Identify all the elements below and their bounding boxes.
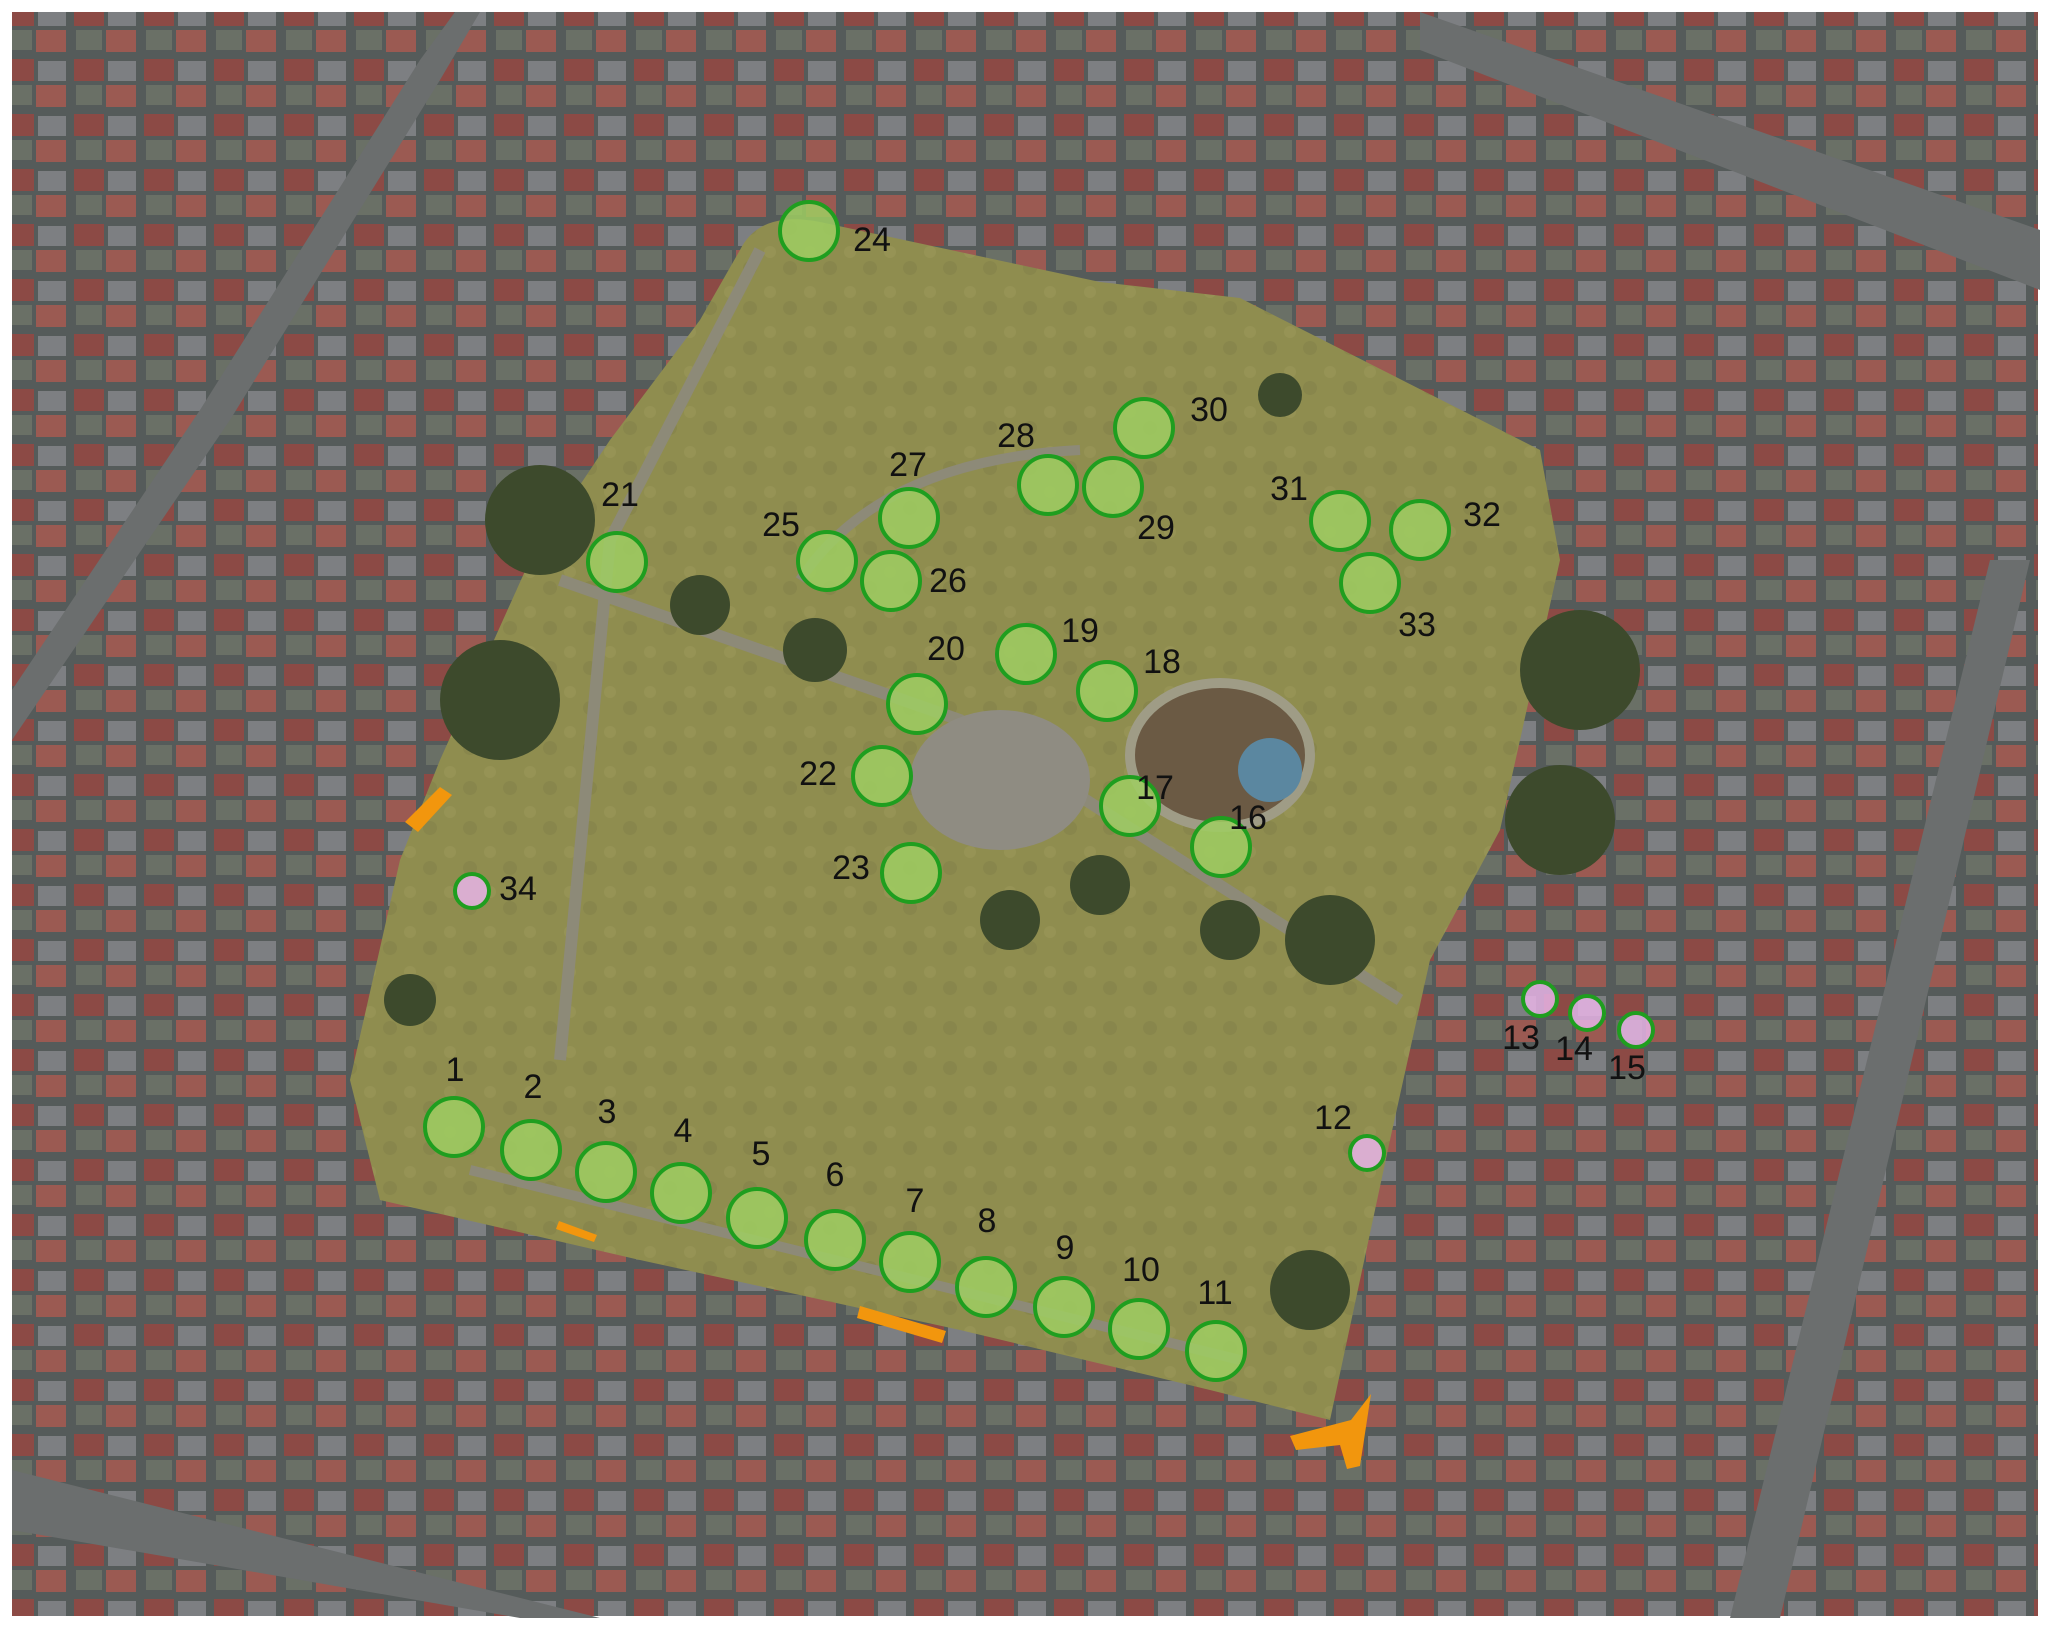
green-marker-label-33: 33	[1398, 606, 1436, 644]
pink-marker-label-13: 13	[1502, 1019, 1540, 1057]
green-marker-17	[1099, 775, 1161, 837]
green-marker-29	[1082, 456, 1144, 518]
green-marker-label-21: 21	[601, 476, 639, 514]
green-marker-28	[1017, 454, 1079, 516]
playground-pad	[1238, 738, 1302, 802]
green-marker-2	[500, 1119, 562, 1181]
green-marker-20	[886, 673, 948, 735]
green-marker-8	[955, 1256, 1017, 1318]
pink-marker-label-15: 15	[1608, 1049, 1646, 1087]
orange-marker-2	[556, 1221, 597, 1242]
orange-markers	[405, 787, 1371, 1469]
pink-marker-label-34: 34	[499, 870, 537, 908]
green-marker-label-22: 22	[799, 755, 837, 793]
green-marker-27	[878, 487, 940, 549]
green-marker-label-26: 26	[929, 562, 967, 600]
green-marker-label-25: 25	[762, 506, 800, 544]
green-marker-label-10: 10	[1122, 1251, 1160, 1289]
green-marker-7	[879, 1231, 941, 1293]
green-marker-label-9: 9	[1056, 1229, 1075, 1267]
green-marker-26	[860, 550, 922, 612]
green-marker-label-30: 30	[1190, 391, 1228, 429]
image-frame	[8, 8, 2042, 1620]
road-west	[12, 12, 480, 740]
green-marker-label-7: 7	[906, 1182, 925, 1220]
pink-marker-label-14: 14	[1555, 1030, 1593, 1068]
green-marker-19	[995, 623, 1057, 685]
green-marker-label-27: 27	[889, 446, 927, 484]
pink-marker-label-12: 12	[1314, 1099, 1352, 1137]
green-marker-label-16: 16	[1229, 799, 1267, 837]
green-marker-label-23: 23	[832, 849, 870, 887]
green-marker-30	[1113, 397, 1175, 459]
green-marker-label-19: 19	[1061, 612, 1099, 650]
green-marker-label-1: 1	[446, 1051, 465, 1089]
green-marker-11	[1185, 1320, 1247, 1382]
green-marker-32	[1389, 499, 1451, 561]
road-northeast	[1420, 12, 2040, 290]
plaza	[910, 710, 1090, 850]
green-marker-label-24: 24	[853, 221, 891, 259]
green-marker-label-2: 2	[524, 1068, 543, 1106]
green-marker-5	[726, 1187, 788, 1249]
green-marker-3	[575, 1141, 637, 1203]
pink-marker-34	[453, 872, 491, 910]
pink-marker-14	[1568, 994, 1606, 1032]
green-marker-1	[423, 1096, 485, 1158]
green-marker-6	[804, 1209, 866, 1271]
green-marker-23	[880, 842, 942, 904]
green-marker-33	[1339, 552, 1401, 614]
pink-marker-12	[1348, 1134, 1386, 1172]
green-marker-label-32: 32	[1463, 496, 1501, 534]
orange-marker-1	[405, 787, 452, 832]
green-marker-label-6: 6	[826, 1156, 845, 1194]
green-marker-label-3: 3	[598, 1093, 617, 1131]
green-marker-label-20: 20	[927, 630, 965, 668]
green-marker-label-31: 31	[1270, 470, 1308, 508]
green-marker-label-17: 17	[1136, 769, 1174, 807]
pink-marker-13	[1521, 980, 1559, 1018]
orange-marker-3	[857, 1306, 946, 1343]
green-marker-label-5: 5	[752, 1135, 771, 1173]
green-marker-16	[1190, 816, 1252, 878]
green-marker-31	[1309, 490, 1371, 552]
trees	[384, 373, 1640, 1330]
orange-marker-4	[1290, 1394, 1371, 1469]
green-marker-label-4: 4	[674, 1112, 693, 1150]
green-marker-24	[778, 200, 840, 262]
pink-marker-15	[1617, 1011, 1655, 1049]
green-marker-21	[586, 531, 648, 593]
green-marker-label-28: 28	[997, 417, 1035, 455]
road-east	[1730, 560, 2030, 1618]
green-marker-label-18: 18	[1143, 643, 1181, 681]
green-marker-label-29: 29	[1137, 509, 1175, 547]
green-marker-22	[851, 745, 913, 807]
green-marker-18	[1076, 660, 1138, 722]
green-marker-label-11: 11	[1197, 1274, 1232, 1312]
green-marker-9	[1033, 1276, 1095, 1338]
road-south	[12, 1470, 600, 1618]
green-marker-10	[1108, 1298, 1170, 1360]
green-marker-25	[796, 530, 858, 592]
green-marker-4	[650, 1162, 712, 1224]
green-marker-label-8: 8	[978, 1202, 997, 1240]
